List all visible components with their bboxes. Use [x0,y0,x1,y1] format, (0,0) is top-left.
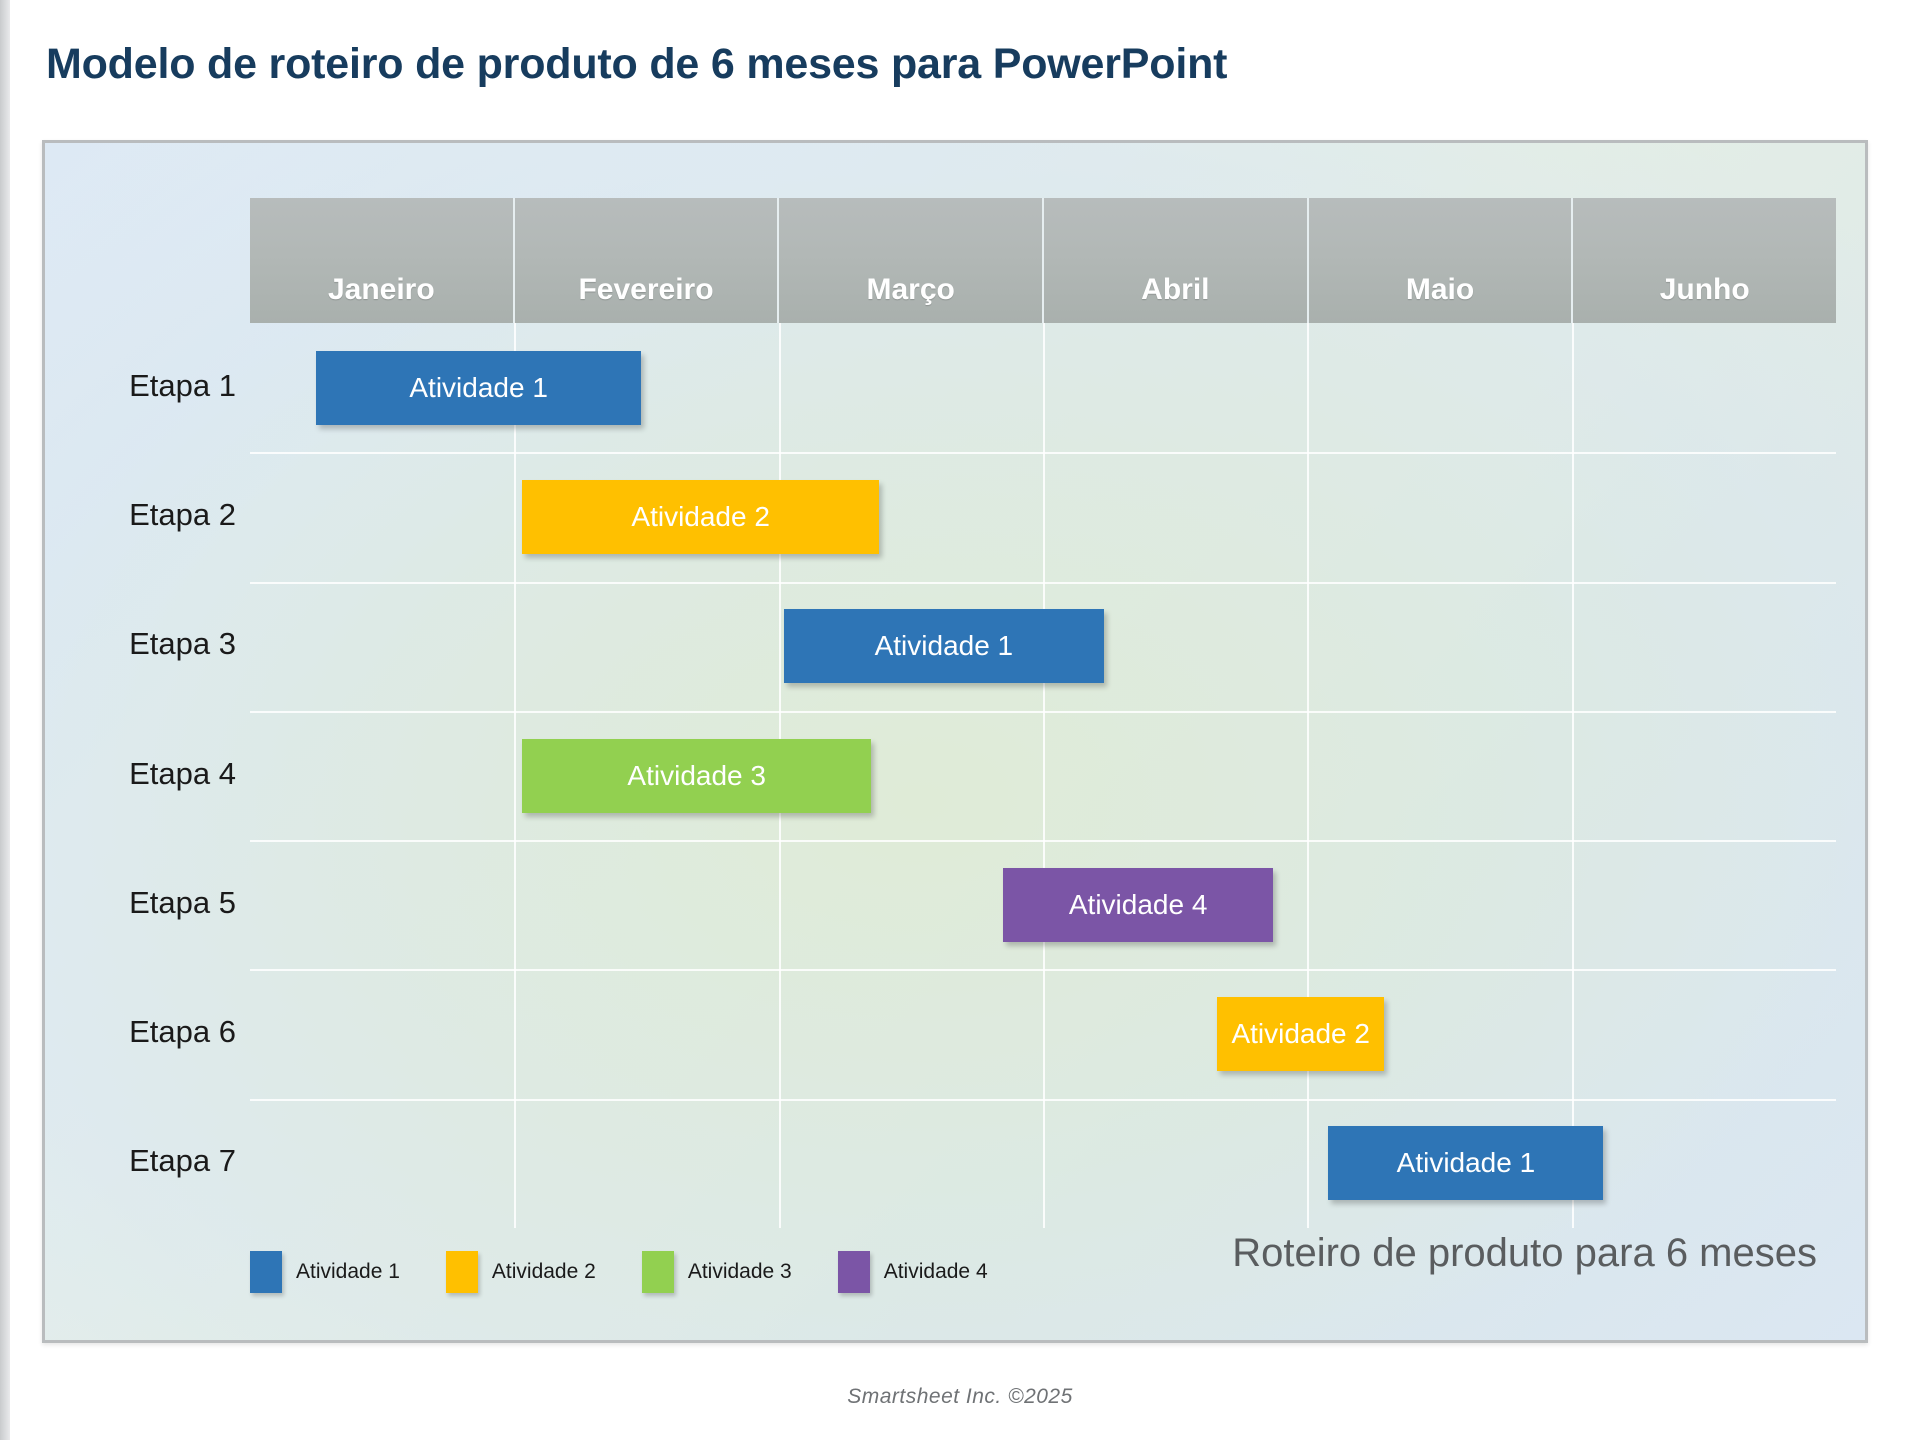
gantt-bar[interactable]: Atividade 4 [1003,867,1273,942]
grid-vline [1043,323,1045,1228]
row-label-etapa-2: Etapa 2 [129,496,236,532]
legend-label: Atividade 4 [883,1260,988,1283]
month-header-fevereiro: Fevereiro [514,198,780,323]
gantt-bar[interactable]: Atividade 1 [1328,1126,1604,1201]
legend-label: Atividade 3 [687,1260,792,1283]
gantt-bar[interactable]: Atividade 1 [316,350,642,425]
grid-hline [250,710,1836,713]
gantt-bar[interactable]: Atividade 1 [783,609,1104,684]
month-header-janeiro: Janeiro [250,198,515,323]
month-header-junho: Junho [1573,198,1837,323]
chart-grid-body: Etapa 1 Etapa 2 Etapa 3 Etapa 4 Etapa 5 Etapa… [129,323,1836,1228]
row-label-etapa-6: Etapa 6 [129,1014,236,1050]
legend-swatch-icon [641,1251,674,1293]
grid-vline [514,323,517,1228]
grid-hline [250,452,1836,455]
month-header-abril: Abril [1044,198,1309,323]
chart-caption: Roteiro de produto para 6 meses [1232,1231,1817,1275]
grid-hline [250,1098,1836,1101]
grid-hline [250,840,1836,843]
grid-hline [250,581,1836,584]
legend-label: Atividade 1 [296,1260,400,1283]
legend-swatch-icon [445,1251,478,1293]
legend-item: Atividade 1 [250,1251,400,1293]
footer-credit: Smartsheet Inc. ©2025 [847,1385,1073,1408]
gantt-bar[interactable]: Atividade 3 [522,738,872,813]
legend-item: Atividade 4 [837,1251,988,1293]
row-label-etapa-7: Etapa 7 [129,1143,236,1179]
month-header-maio: Maio [1308,198,1574,323]
row-label-etapa-3: Etapa 3 [129,626,236,662]
grid-hline [250,969,1836,972]
gantt-bar[interactable]: Atividade 2 [522,479,880,554]
legend-item: Atividade 2 [445,1251,596,1293]
row-label-etapa-4: Etapa 4 [129,755,236,791]
legend-swatch-icon [250,1251,282,1293]
page-title: Modelo de roteiro de produto de 6 meses … [46,40,1228,88]
legend-item: Atividade 3 [641,1251,792,1293]
chart-legend: Atividade 1 Atividade 2 Atividade 3 Ativida… [250,1251,988,1293]
month-header-março: Março [779,198,1045,323]
row-label-etapa-1: Etapa 1 [129,367,236,403]
legend-swatch-icon [837,1251,870,1293]
grid-vline [1571,323,1574,1228]
legend-label: Atividade 2 [491,1260,596,1283]
grid-vline [1307,323,1310,1228]
row-label-etapa-5: Etapa 5 [129,884,236,920]
gantt-bar[interactable]: Atividade 2 [1217,997,1384,1072]
page-left-edge [0,0,10,1440]
